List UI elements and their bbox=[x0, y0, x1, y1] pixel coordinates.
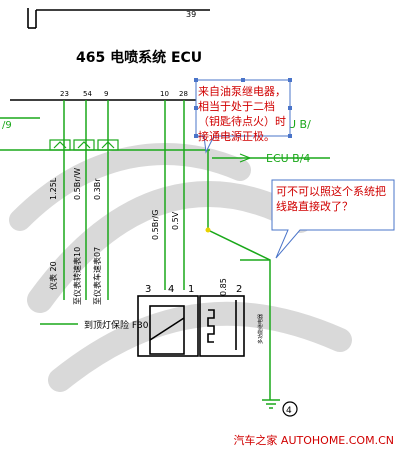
svg-text:3: 3 bbox=[145, 284, 151, 295]
junction-dot bbox=[205, 227, 211, 233]
svg-text:10: 10 bbox=[160, 90, 169, 98]
ecu-title: 465 电喷系统 ECU bbox=[76, 49, 202, 66]
ground-label: 4 bbox=[286, 406, 292, 416]
callout-1-text: 来自油泵继电器，相当于处于二档（钥匙待点火）时接通电源正极。 bbox=[198, 85, 286, 143]
destination-labels: 仪表 20 至仪表转速表10 至仪表车速表07 bbox=[48, 247, 102, 305]
relay-pins: 3 4 1 2 bbox=[145, 284, 242, 295]
wire-labels: 1.25L 0.5Br/W 0.3Br 0.5Br/G 0.5V bbox=[49, 168, 180, 240]
svg-text:2: 2 bbox=[236, 284, 242, 295]
svg-text:9: 9 bbox=[104, 90, 108, 98]
svg-text:0.5Br/W: 0.5Br/W bbox=[73, 168, 82, 200]
svg-text:1.25L: 1.25L bbox=[49, 177, 58, 200]
svg-text:至仪表车速表07: 至仪表车速表07 bbox=[92, 247, 102, 305]
svg-text:仪表 20: 仪表 20 bbox=[48, 261, 58, 290]
ecu-box bbox=[10, 8, 210, 101]
ecu-label-right-1: U B/ bbox=[288, 118, 311, 131]
pin-numbers: 23 54 9 10 28 bbox=[60, 90, 188, 98]
connector-symbols bbox=[49, 139, 252, 163]
svg-text:54: 54 bbox=[83, 90, 92, 98]
watermark bbox=[9, 143, 352, 392]
svg-text:0.5Br/G: 0.5Br/G bbox=[151, 210, 160, 240]
svg-text:4: 4 bbox=[168, 284, 174, 295]
top-number: 39 bbox=[186, 10, 196, 19]
svg-text:23: 23 bbox=[60, 90, 69, 98]
wires bbox=[0, 100, 330, 409]
callout-2-box bbox=[271, 179, 395, 259]
relay-side-text: 多功能继电器 bbox=[257, 314, 264, 344]
left-fragment: /9 bbox=[2, 120, 12, 131]
svg-text:1: 1 bbox=[188, 284, 194, 295]
footer-watermark: 汽车之家 AUTOHOME.COM.CN bbox=[233, 434, 394, 447]
relay-wire-label: 0.85 bbox=[219, 278, 228, 296]
svg-text:至仪表转速表10: 至仪表转速表10 bbox=[72, 247, 82, 305]
callout-2-text: 可不可以照这个系统把线路直接改了？ bbox=[276, 185, 386, 213]
svg-text:0.3Br: 0.3Br bbox=[93, 178, 102, 200]
callout-1-box bbox=[194, 78, 292, 154]
ecu-label-right-2: ECU B/4 bbox=[266, 152, 310, 165]
relay bbox=[137, 295, 245, 357]
fuse-label: 到顶灯保险 F30 bbox=[84, 319, 149, 331]
svg-text:0.5V: 0.5V bbox=[171, 211, 180, 230]
svg-text:28: 28 bbox=[179, 90, 188, 98]
ground-circle bbox=[282, 401, 298, 417]
